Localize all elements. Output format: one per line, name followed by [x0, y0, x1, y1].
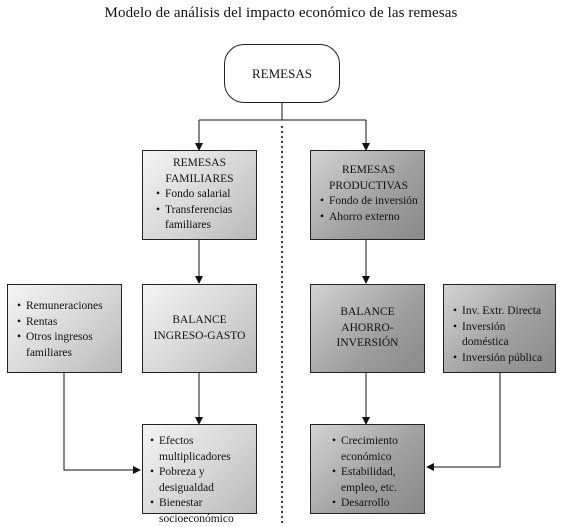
balance-ai-line-2: AHORRO-INVERSIÓN — [336, 321, 399, 350]
balance-ahorro-inversion-box: BALANCE AHORRO-INVERSIÓN — [310, 284, 425, 373]
crecimiento-list: Crecimiento económico Estabilidad, emple… — [331, 434, 419, 512]
productivas-heading-line-1: REMESAS — [341, 164, 396, 176]
list-item: Ahorro externo — [319, 210, 418, 226]
list-item: Estabilidad, empleo, etc. — [331, 465, 419, 496]
list-item: Fondo de inversión — [319, 194, 418, 210]
remesas-productivas-box: REMESAS PRODUCTIVAS Fondo de inversión A… — [310, 150, 425, 240]
efectos-box: Efectos multiplicadores Pobreza y desigu… — [142, 424, 257, 525]
list-item: Efectos multiplicadores — [149, 434, 251, 465]
familiares-heading-line-1: REMESAS — [172, 157, 227, 169]
list-item: Transferencias familiares — [155, 203, 250, 234]
inversion-list: Inv. Extr. Directa Inversión doméstica I… — [452, 304, 551, 366]
list-item: Crecimiento económico — [331, 434, 419, 465]
list-item: Rentas — [16, 315, 115, 331]
root-label: REMESAS — [252, 65, 312, 81]
list-item: Bienestar socioeconómico — [149, 496, 251, 527]
arrow-ingresos-efectos — [63, 373, 141, 474]
familiares-heading: REMESAS FAMILIARES — [155, 156, 250, 187]
inversion-box: Inv. Extr. Directa Inversión doméstica I… — [443, 284, 556, 373]
balance-ig-line-1: BALANCE — [172, 314, 227, 326]
balance-ingreso-gasto-box: BALANCE INGRESO-GASTO — [142, 284, 257, 373]
ingresos-list: Remuneraciones Rentas Otros ingresos fam… — [16, 299, 115, 361]
familiares-heading-line-2: FAMILIARES — [165, 172, 234, 185]
list-item: Remuneraciones — [16, 299, 115, 315]
list-item: Otros ingresos familiares — [16, 330, 115, 361]
crecimiento-box: Crecimiento económico Estabilidad, emple… — [310, 424, 425, 514]
productivas-heading: REMESAS PRODUCTIVAS — [319, 163, 418, 194]
remesas-familiares-box: REMESAS FAMILIARES Fondo salarial Transf… — [142, 150, 257, 240]
list-item: Inversión pública — [452, 351, 551, 367]
list-item: Inv. Extr. Directa — [452, 304, 551, 320]
list-item: Pobreza y desigualdad — [149, 465, 251, 496]
balance-ai-line-1: BALANCE — [340, 306, 395, 319]
arrow-inversion-crecimiento — [426, 373, 501, 471]
remesas-root-node: REMESAS — [224, 44, 340, 103]
productivas-heading-line-2: PRODUCTIVAS — [328, 179, 409, 192]
balance-ig-line-2: INGRESO-GASTO — [153, 329, 246, 342]
list-item: Fondo salarial — [155, 187, 250, 203]
familiares-list: Fondo salarial Transferencias familiares — [155, 187, 250, 234]
ingresos-familiares-box: Remuneraciones Rentas Otros ingresos fam… — [7, 284, 122, 373]
efectos-list: Efectos multiplicadores Pobreza y desigu… — [149, 434, 251, 527]
productivas-list: Fondo de inversión Ahorro externo — [319, 194, 418, 225]
list-item: Inversión doméstica — [452, 320, 551, 351]
list-item: Desarrollo — [331, 496, 419, 512]
diagram-title: Modelo de análisis del impacto económico… — [104, 5, 458, 21]
